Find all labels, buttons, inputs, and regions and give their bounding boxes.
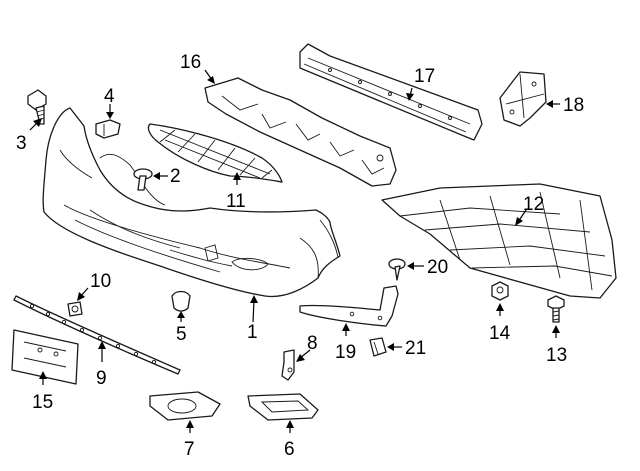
- arrowhead-14: [496, 303, 504, 311]
- arrowhead-1: [250, 295, 258, 303]
- license-plate-bracket: [11, 329, 79, 385]
- arrowhead-7: [186, 420, 194, 428]
- callout-1: 1: [247, 322, 258, 343]
- fog-lamp-bezel-right: [247, 393, 319, 421]
- callout-15: 15: [32, 392, 53, 413]
- grommet: [67, 301, 83, 317]
- bracket-clip: [95, 119, 121, 139]
- callout-18: 18: [563, 95, 584, 116]
- clip-nut: [369, 337, 387, 357]
- leader-1: [252, 299, 255, 323]
- arrowhead-15: [39, 371, 47, 379]
- bracket-8: [281, 349, 295, 381]
- nut-14: [491, 281, 509, 301]
- arrowhead-16: [207, 76, 215, 84]
- arrowhead-21: [387, 343, 394, 351]
- arrowhead-3: [33, 118, 42, 127]
- callout-13: 13: [546, 345, 567, 366]
- push-clip: [133, 168, 153, 191]
- callout-5: 5: [176, 324, 187, 345]
- arrowhead-10: [77, 292, 85, 301]
- callout-3: 3: [16, 133, 27, 154]
- bumper-cover: [42, 107, 341, 298]
- callout-21: 21: [405, 338, 426, 359]
- bolt-3: [27, 89, 47, 125]
- callout-12: 12: [523, 194, 544, 215]
- callout-6: 6: [284, 439, 295, 460]
- callout-4: 4: [104, 86, 115, 107]
- arrowhead-19: [342, 323, 350, 331]
- arrowhead-20: [407, 262, 414, 270]
- callout-20: 20: [427, 257, 448, 278]
- arrowhead-17: [406, 93, 414, 101]
- tow-hook-cap: [171, 290, 191, 312]
- arrowhead-11: [233, 172, 241, 180]
- energy-absorber: [204, 77, 397, 187]
- screw-20: [388, 258, 406, 281]
- callout-8: 8: [307, 333, 318, 354]
- bolt-13: [547, 295, 565, 323]
- arrowhead-12: [515, 217, 523, 226]
- callout-7: 7: [184, 439, 195, 460]
- arrowhead-8: [296, 354, 305, 362]
- arrowhead-6: [286, 420, 294, 428]
- arrowhead-13: [552, 325, 560, 333]
- callout-9: 9: [96, 368, 107, 389]
- mounting-bracket: [499, 71, 547, 127]
- arrowhead-18: [546, 100, 553, 108]
- callout-19: 19: [335, 342, 356, 363]
- arrowhead-4: [106, 112, 114, 119]
- callout-2: 2: [170, 166, 181, 187]
- callout-10: 10: [90, 271, 111, 292]
- support-bracket: [299, 285, 399, 327]
- molding-strip: [13, 295, 181, 375]
- callout-11: 11: [226, 191, 246, 212]
- splash-shield: [381, 183, 617, 299]
- callout-16: 16: [180, 52, 201, 73]
- arrowhead-9: [98, 341, 106, 349]
- lower-grille: [147, 123, 283, 183]
- reinforcement-bar: [299, 43, 483, 141]
- callout-17: 17: [414, 66, 435, 87]
- arrowhead-2: [153, 172, 160, 180]
- arrowhead-5: [177, 311, 185, 318]
- fog-lamp-bezel-left: [149, 391, 221, 421]
- callout-14: 14: [489, 323, 511, 344]
